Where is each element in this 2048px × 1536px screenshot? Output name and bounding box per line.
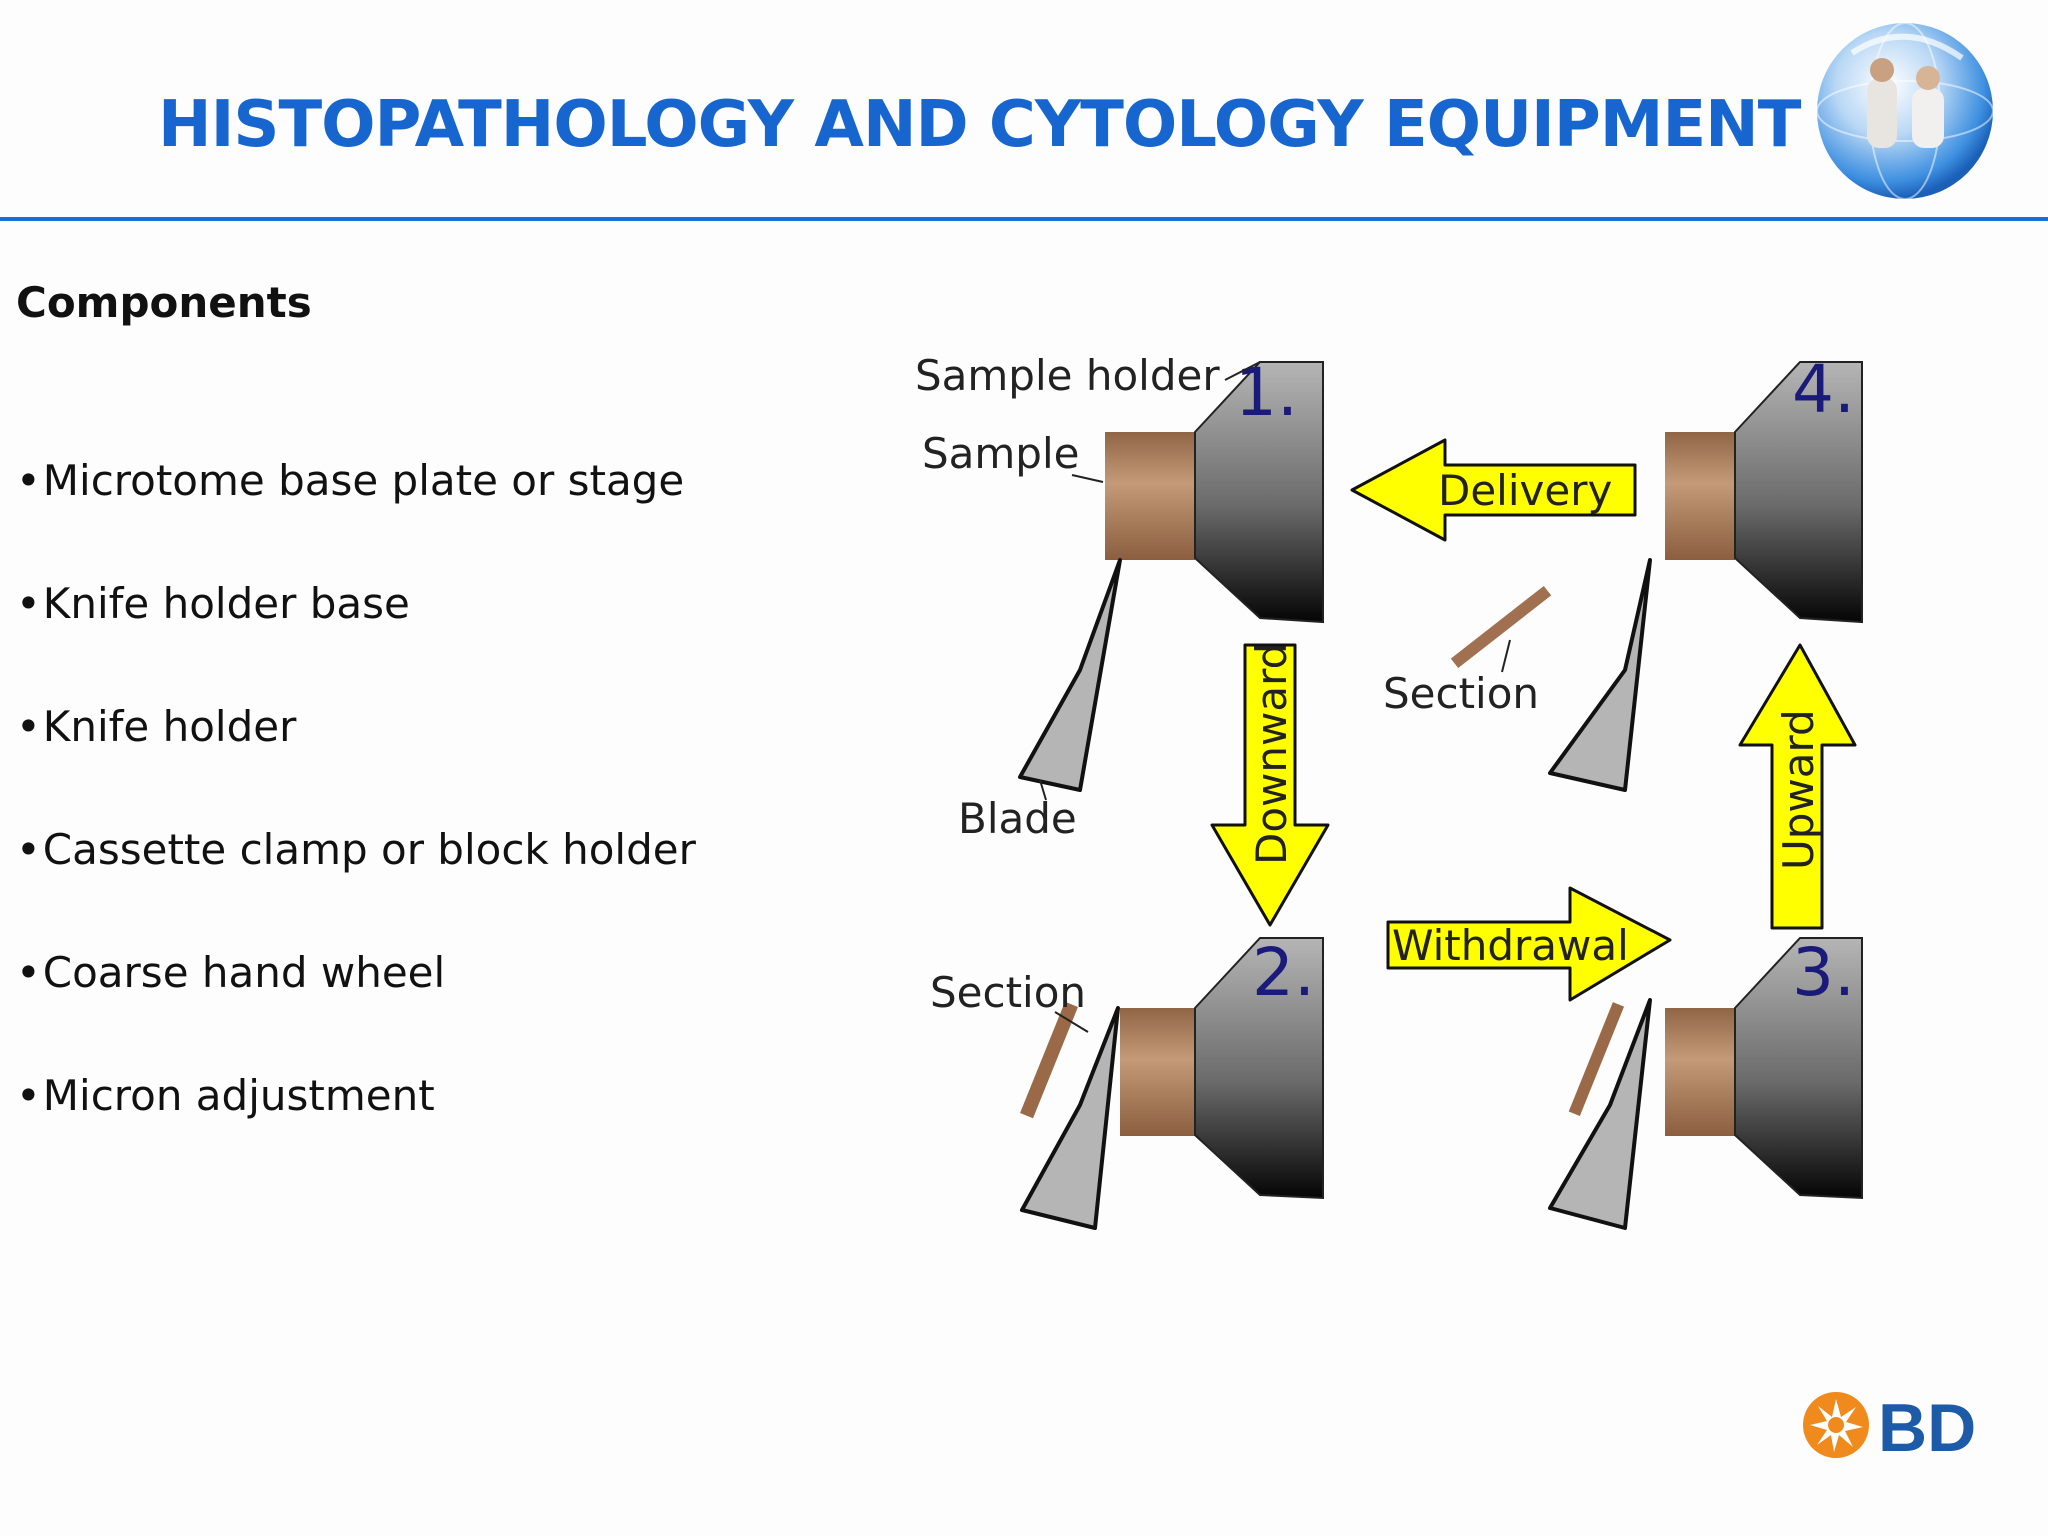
blade-shape bbox=[1548, 558, 1652, 792]
list-item: •Micron adjustment bbox=[16, 1071, 435, 1120]
bullet-icon: • bbox=[16, 825, 41, 874]
section-label-bottom: Section bbox=[930, 968, 1086, 1017]
header-divider bbox=[0, 217, 2048, 221]
cut-section-strip bbox=[1450, 585, 1552, 669]
section-leader-top bbox=[1501, 639, 1511, 673]
cut-section-strip bbox=[1020, 1001, 1078, 1119]
sample-holder-shape bbox=[1734, 361, 1863, 624]
step-1-assembly: 1. bbox=[1018, 354, 1324, 792]
sample-holder-label: Sample holder bbox=[915, 351, 1220, 400]
list-item: •Coarse hand wheel bbox=[16, 948, 446, 997]
sample-block bbox=[1105, 432, 1195, 560]
list-item: •Cassette clamp or block holder bbox=[16, 825, 696, 874]
upward-label: Upward bbox=[1774, 709, 1823, 870]
bullet-icon: • bbox=[16, 702, 41, 751]
sample-holder-shape bbox=[1194, 937, 1324, 1200]
globe-photo-icon bbox=[1816, 22, 1994, 200]
withdrawal-label: Withdrawal bbox=[1392, 921, 1629, 970]
sample-leader bbox=[1071, 474, 1104, 483]
step-number-3: 3. bbox=[1792, 934, 1855, 1011]
bd-logo: BD bbox=[1803, 1390, 1976, 1465]
step-number-1: 1. bbox=[1235, 354, 1298, 431]
step-4-assembly: 4. bbox=[1548, 351, 1863, 792]
step-number-2: 2. bbox=[1252, 934, 1315, 1011]
blade-leader bbox=[1039, 779, 1047, 801]
step-3-assembly: 3. bbox=[1548, 934, 1863, 1230]
sample-block bbox=[1665, 1008, 1735, 1136]
bd-logo-text: BD bbox=[1878, 1390, 1976, 1465]
bullet-icon: • bbox=[16, 948, 41, 997]
delivery-arrow: Delivery bbox=[1350, 438, 1637, 542]
blade-label: Blade bbox=[958, 794, 1077, 843]
blade-shape bbox=[1018, 558, 1122, 792]
bullet-icon: • bbox=[16, 1071, 41, 1120]
section-leader-bottom bbox=[1054, 1011, 1089, 1033]
components-heading: Components bbox=[16, 278, 312, 327]
sample-label: Sample bbox=[922, 429, 1079, 478]
blade-shape bbox=[1548, 998, 1652, 1230]
downward-arrow: Downward bbox=[1210, 643, 1330, 927]
withdrawal-arrow: Withdrawal bbox=[1386, 886, 1672, 1002]
step-2-assembly: 2. bbox=[1020, 934, 1324, 1230]
bd-sunburst-icon bbox=[1803, 1392, 1869, 1458]
step-number-4: 4. bbox=[1792, 351, 1855, 428]
components-list: •Microtome base plate or stage •Knife ho… bbox=[16, 456, 696, 1194]
microtome-cycle-diagram: 1. Sample holder Sample Blade 4. Section… bbox=[915, 351, 1863, 1230]
sample-block bbox=[1120, 1008, 1195, 1136]
slide-title: HISTOPATHOLOGY AND CYTOLOGY EQUIPMENT bbox=[158, 88, 1801, 162]
section-label-top: Section bbox=[1383, 669, 1539, 718]
upward-arrow: Upward bbox=[1738, 643, 1857, 930]
bullet-icon: • bbox=[16, 456, 41, 505]
downward-label: Downward bbox=[1247, 643, 1296, 865]
list-item: •Knife holder base bbox=[16, 579, 410, 628]
cut-section-strip bbox=[1568, 1002, 1625, 1117]
bullet-icon: • bbox=[16, 579, 41, 628]
list-item: •Microtome base plate or stage bbox=[16, 456, 685, 505]
delivery-label: Delivery bbox=[1438, 466, 1612, 515]
blade-shape bbox=[1020, 1006, 1120, 1230]
sample-holder-leader bbox=[1224, 361, 1261, 381]
sample-holder-shape bbox=[1734, 937, 1863, 1200]
list-item: •Knife holder bbox=[16, 702, 297, 751]
sample-block bbox=[1665, 432, 1735, 560]
